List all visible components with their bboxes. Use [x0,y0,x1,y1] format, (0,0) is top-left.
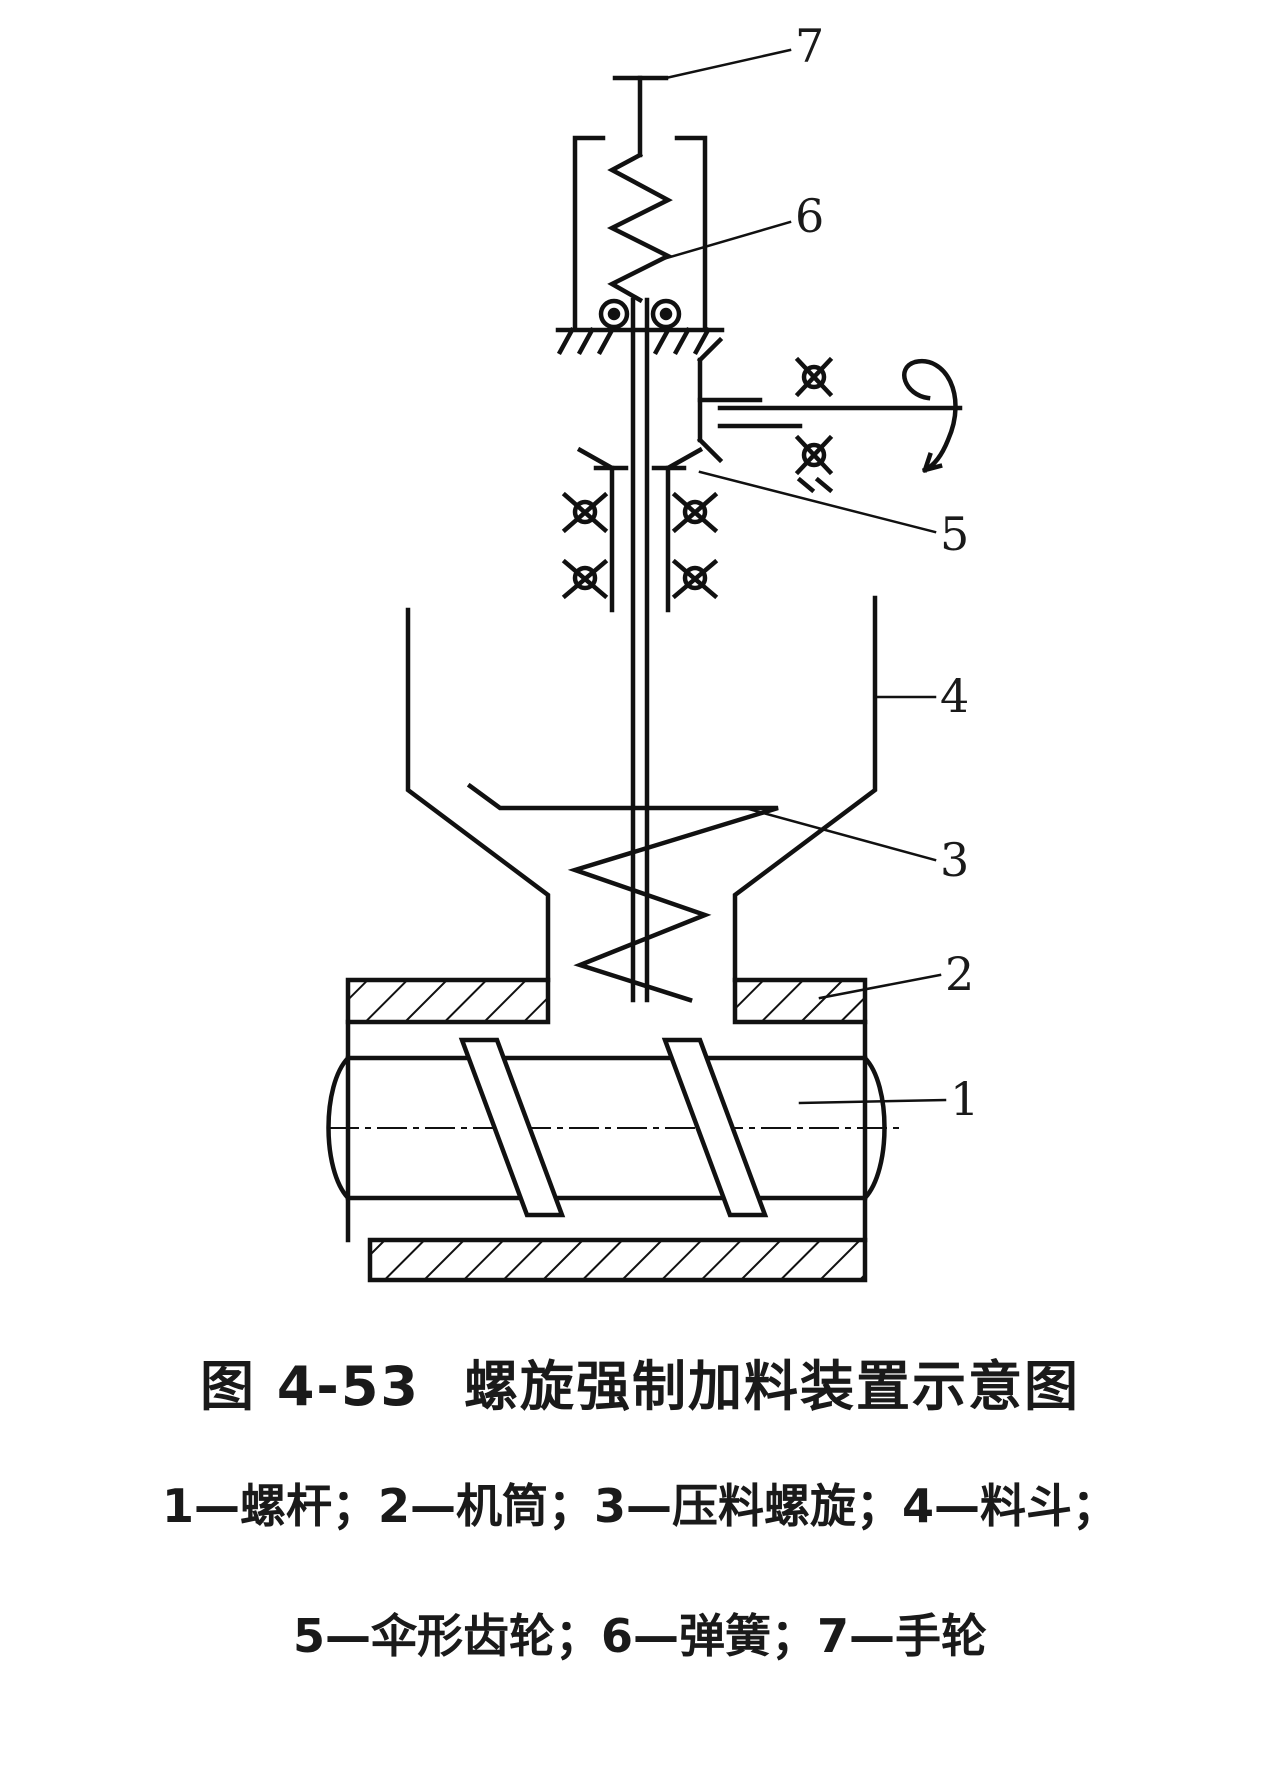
feeder-diagram: 7 6 5 4 3 2 1 [326,19,979,1283]
press-spiral [466,782,779,1003]
callout-4: 4 [940,669,969,723]
spring [606,151,674,304]
callout-2: 2 [945,947,974,1001]
barrel [345,977,868,1283]
bevel-gear-vertical [576,446,704,613]
legend-line: 5—伞形齿轮；6—弹簧；7—手轮 [292,1609,988,1663]
legend-line: 1—螺杆；2—机筒；3—压料螺旋；4—料斗； [161,1479,1119,1533]
figure-caption: 图 4-53 螺旋强制加料装置示意图 [0,1342,1280,1421]
drive-shaft [717,405,963,429]
support-plate [555,326,725,356]
leader-lines [658,48,947,1105]
rotation-arrow [902,358,958,474]
spring-housing [572,135,708,331]
handwheel [612,75,669,158]
central-shaft [630,297,650,1003]
callout-3: 3 [940,833,969,887]
callout-6: 6 [795,189,824,243]
callout-5: 5 [940,507,969,561]
drive-shaft-bearings [794,356,834,494]
screw [326,1019,901,1243]
callout-7: 7 [795,19,824,73]
vertical-shaft-bearings [561,491,719,600]
figure-number: 图 4-53 [200,1355,420,1418]
spring-bearing [598,298,682,330]
hopper [405,595,878,983]
figure-title: 螺旋强制加料装置示意图 [463,1355,1080,1418]
callout-1: 1 [950,1072,979,1126]
bevel-gear-horizontal [696,336,763,464]
